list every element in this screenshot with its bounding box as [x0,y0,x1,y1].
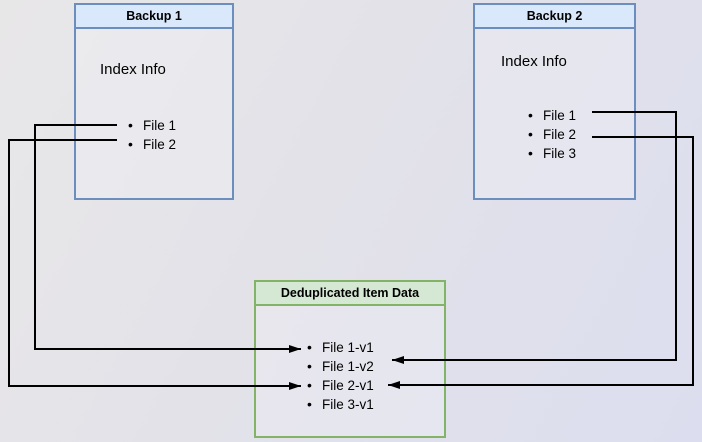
dedup-item: File 1-v1 [307,338,374,357]
backup2-file-item: File 2 [528,125,576,144]
dedup-item: File 1-v2 [307,357,374,376]
backup1-node: Backup 1 Index Info File 1 File 2 [74,3,234,200]
dedup-node: Deduplicated Item Data File 1-v1 File 1-… [254,280,446,438]
dedup-title: Deduplicated Item Data [256,282,444,306]
backup1-file-item: File 1 [128,116,176,135]
backup2-file-item: File 3 [528,144,576,163]
backup1-index-info-label: Index Info [100,61,166,78]
backup2-title: Backup 2 [475,5,634,29]
backup2-node: Backup 2 Index Info File 1 File 2 File 3 [473,3,636,200]
dedup-item: File 2-v1 [307,376,374,395]
dedup-item-list: File 1-v1 File 1-v2 File 2-v1 File 3-v1 [307,338,374,414]
backup1-file-item: File 2 [128,135,176,154]
backup2-index-info-label: Index Info [501,53,567,70]
backup2-file-list: File 1 File 2 File 3 [528,106,576,163]
backup1-file-list: File 1 File 2 [128,116,176,154]
backup2-file-item: File 1 [528,106,576,125]
dedup-item: File 3-v1 [307,395,374,414]
backup1-title: Backup 1 [76,5,232,29]
